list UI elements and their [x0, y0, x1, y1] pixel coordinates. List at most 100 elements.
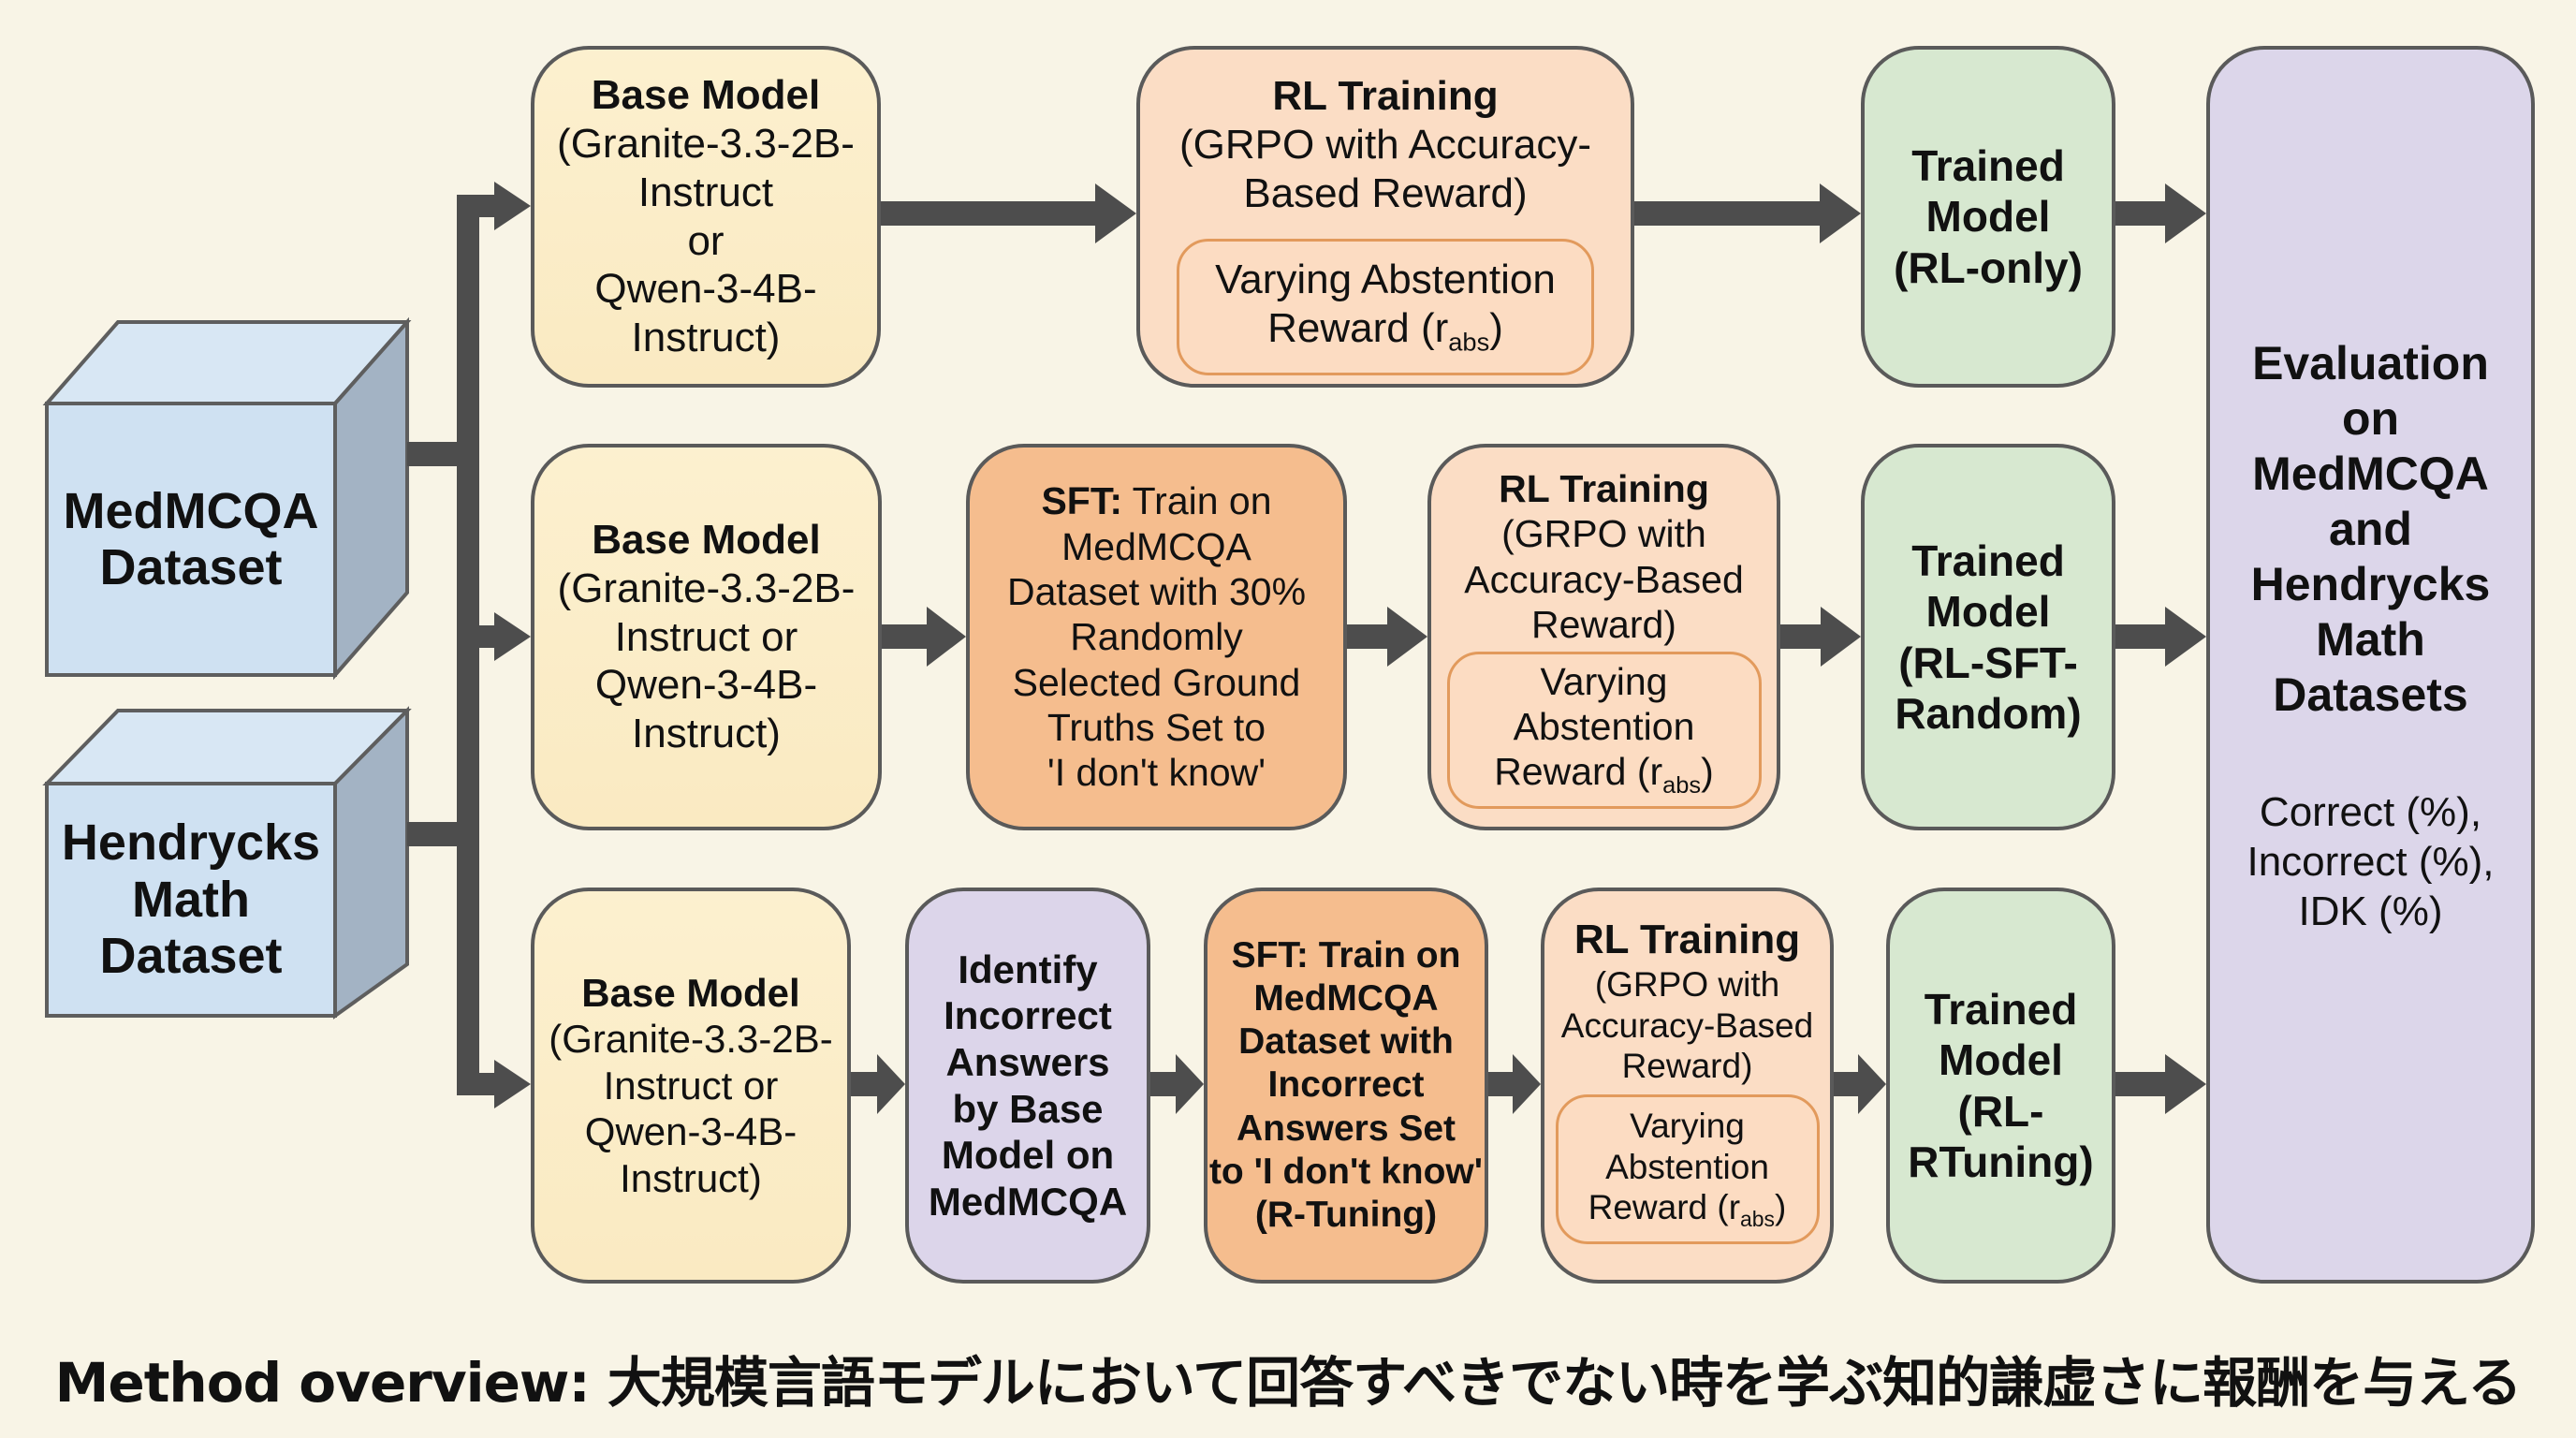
- box-line: (RL-only): [1894, 242, 2083, 292]
- box-line: Model on: [941, 1133, 1115, 1178]
- box-line: Varying: [1630, 1107, 1745, 1146]
- box-line: (R-Tuning): [1254, 1194, 1438, 1235]
- arrow-row1-base-to-rl: [1095, 183, 1136, 243]
- box-line: Instruct): [620, 1155, 762, 1200]
- box-line: Model: [1925, 192, 2051, 242]
- connector-medmcqa: [407, 442, 460, 466]
- arrow-row1-rl-to-trained: [1820, 183, 1861, 243]
- box-line: MedMCQA: [1061, 524, 1251, 568]
- dataset-name-line: Dataset: [99, 928, 283, 985]
- box-line: RTuning): [1908, 1137, 2094, 1186]
- arrow-row2-rl-to-trained: [1821, 607, 1861, 667]
- box-line: Accuracy-Based: [1560, 1005, 1814, 1045]
- reward-prefix: Reward (r: [1494, 750, 1663, 794]
- box-line: by Base: [952, 1086, 1104, 1131]
- box-line: Train on: [1122, 479, 1272, 523]
- box-line: (Granite-3.3-2B-: [557, 565, 856, 611]
- box-line: Instruct: [637, 169, 774, 215]
- box-line: Instruct): [631, 315, 781, 361]
- reward-suffix: ): [1489, 305, 1503, 352]
- box-line: Trained: [1911, 536, 2065, 585]
- box-line: Instruct): [632, 711, 781, 757]
- box-line: Instruct or: [614, 613, 798, 660]
- box-line: Incorrect: [1267, 1064, 1425, 1106]
- box-line: Reward): [1531, 603, 1676, 647]
- box-line: Identify: [958, 946, 1098, 991]
- box-line: Dataset with: [1238, 1021, 1454, 1063]
- arrow-row1-trained-to-eval: [2165, 183, 2206, 243]
- dataset-name-line: MedMCQA: [63, 482, 319, 539]
- arrow-row3-rl-to-trained: [1858, 1054, 1886, 1114]
- trained-model-box-row3: Trained Model (RL- RTuning): [1886, 888, 2115, 1284]
- reward-formula: Reward (rabs): [1588, 1187, 1787, 1232]
- arrow-to-base-row2: [494, 612, 531, 661]
- dataset-cube-medmcqa: [42, 316, 412, 681]
- box-title: RL Training: [1272, 73, 1499, 119]
- box-line: Answers: [945, 1039, 1110, 1084]
- box-line: (GRPO with Accuracy-: [1178, 121, 1592, 168]
- box-line: Evaluation: [2252, 337, 2489, 390]
- box-line: (GRPO with: [1501, 512, 1706, 556]
- box-line: (Granite-3.3-2B-: [557, 120, 855, 167]
- reward-subscript: abs: [1740, 1207, 1776, 1232]
- box-line: Answers Set: [1236, 1108, 1456, 1149]
- dataset-name-line: Dataset: [99, 539, 283, 595]
- box-line: (GRPO with: [1594, 964, 1780, 1004]
- evaluation-title: Evaluation on MedMCQA and Hendrycks Math…: [2251, 336, 2491, 723]
- box-line: and: [2329, 503, 2412, 556]
- box-title: RL Training: [1499, 467, 1709, 510]
- sft-label: SFT:: [1041, 479, 1122, 523]
- box-line: Trained: [1911, 141, 2065, 191]
- box-line: Abstention: [1605, 1147, 1769, 1186]
- box-line: Trained: [1924, 984, 2078, 1034]
- reward-suffix: ): [1701, 750, 1714, 794]
- rl-training-box-row2: RL Training (GRPO with Accuracy-Based Re…: [1427, 444, 1780, 830]
- box-line: or: [687, 217, 724, 264]
- reward-subscript: abs: [1448, 327, 1490, 357]
- box-title: Base Model: [592, 516, 821, 563]
- box-line: MedMCQA: [928, 1179, 1128, 1224]
- box-line: Math: [2316, 613, 2425, 667]
- box-line: to 'I don't know': [1208, 1151, 1484, 1192]
- arrow-row2-base-to-sft: [927, 607, 966, 667]
- evaluation-box: Evaluation on MedMCQA and Hendrycks Math…: [2206, 46, 2535, 1284]
- abstention-reward-box-row3: Varying Abstention Reward (rabs): [1555, 1093, 1820, 1244]
- abstention-reward-box-row2: Varying Abstention Reward (rabs): [1446, 651, 1762, 809]
- box-line: Truths Set to: [1046, 706, 1266, 750]
- box-line: Model: [1925, 587, 2051, 637]
- dataset-name-line: Hendrycks: [61, 814, 321, 872]
- connector-hendrycks: [407, 822, 460, 846]
- arrow-to-base-row1: [494, 182, 531, 230]
- box-line: MedMCQA: [1253, 978, 1439, 1020]
- box-line: Selected Ground: [1012, 660, 1301, 704]
- box-line: Dataset with 30%: [1006, 569, 1307, 613]
- sft-box-row2: SFT: Train on MedMCQA Dataset with 30% R…: [966, 444, 1347, 830]
- abstention-reward-box-row1: Varying Abstention Reward (rabs): [1177, 238, 1594, 375]
- arrow-row3-trained-to-eval: [2165, 1054, 2206, 1114]
- box-line: Qwen-3-4B-: [594, 266, 817, 313]
- reward-subscript: abs: [1662, 772, 1702, 800]
- reward-formula: Reward (rabs): [1267, 304, 1503, 358]
- box-line: Accuracy-Based: [1464, 557, 1744, 601]
- reward-prefix: Reward (r: [1588, 1188, 1741, 1227]
- evaluation-metrics: Correct (%), Incorrect (%), IDK (%): [2247, 788, 2494, 936]
- box-line: on: [2341, 392, 2400, 446]
- box-line: Qwen-3-4B-: [594, 662, 818, 709]
- metric-line: IDK (%): [2298, 888, 2443, 934]
- box-line: Random): [1895, 688, 2082, 738]
- box-line: Reward): [1621, 1047, 1753, 1086]
- rl-training-box-row1: RL Training (GRPO with Accuracy- Based R…: [1136, 46, 1634, 388]
- box-line: Instruct or: [603, 1063, 779, 1108]
- box-line: Varying: [1540, 659, 1668, 703]
- arrow-row2-trained-to-eval: [2165, 607, 2206, 667]
- arrow-row3-sft-to-rl: [1513, 1054, 1541, 1114]
- reward-prefix: Reward (r: [1267, 305, 1449, 352]
- box-line: Based Reward): [1243, 169, 1528, 216]
- arrow-row2-sft-to-rl: [1387, 607, 1427, 667]
- box-line: (RL-SFT-: [1898, 638, 2078, 687]
- box-line: MedMCQA: [2252, 448, 2489, 501]
- dataset-name-line: Math: [132, 871, 250, 928]
- reward-formula: Reward (rabs): [1494, 749, 1714, 800]
- box-line: Varying Abstention: [1215, 257, 1556, 303]
